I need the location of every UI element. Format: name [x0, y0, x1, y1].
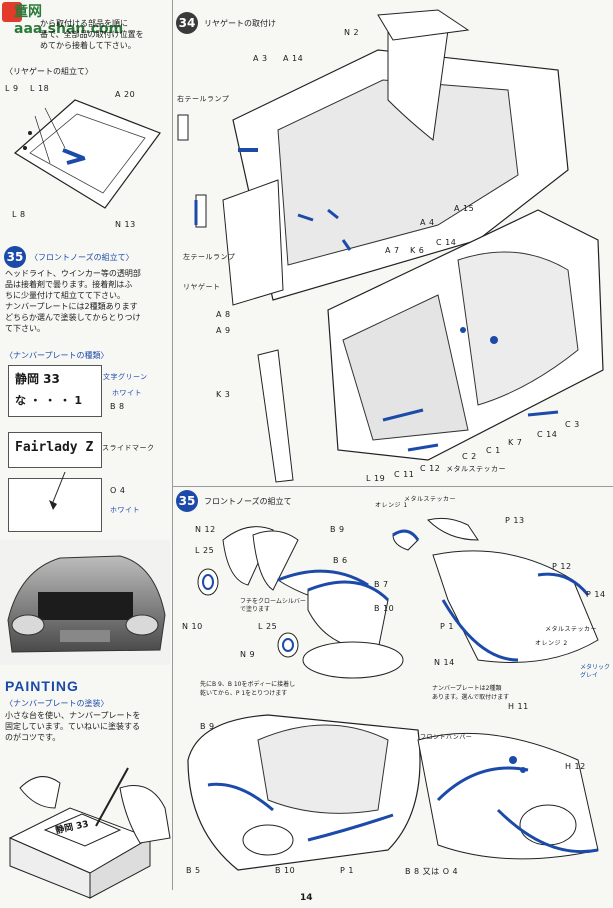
- s34-label-c14-top: C 14: [436, 238, 457, 247]
- step-35-subtitle-left: 〈フロントノーズの組立て〉: [30, 253, 134, 262]
- plate-2-arrow: [49, 471, 66, 510]
- s34-label-c1: C 1: [486, 446, 501, 455]
- step-35-instructions: ヘッドライト、ウインカー等の透明部 品は接着剤で曇ります。接着剤はふ ちに少量付…: [5, 269, 141, 333]
- tailgate-label-l8: L 8: [12, 210, 26, 219]
- s35-label-b9: B 9: [330, 525, 345, 534]
- step-34-diagram: [177, 9, 604, 483]
- s34-label-tailgate: リヤゲート: [183, 283, 221, 291]
- painting-illustration: [8, 767, 171, 899]
- column-divider: [172, 0, 173, 890]
- intro-text: から取付ける部品を順に 番で、全部品の取付け位置を めてから接着して下さい。: [40, 19, 144, 50]
- s34-label-k7: K 7: [508, 438, 523, 447]
- s35-label-n14: N 14: [434, 658, 455, 667]
- s34-label-a8: A 8: [216, 310, 231, 319]
- s35-bottom-label-b9: B 9: [200, 722, 215, 731]
- s35-label-n9: N 9: [240, 650, 256, 659]
- plate-1-code: B 8: [110, 402, 125, 411]
- watermark-text: 童网 aaa.shan.com: [14, 4, 124, 37]
- s35-label-l25-top: L 25: [195, 546, 215, 555]
- s34-label-k3: K 3: [216, 390, 231, 399]
- s35-label-metal-sticker-top: メタルステッカー: [404, 496, 457, 503]
- s35-label-p13: P 13: [505, 516, 525, 525]
- painting-heading: PAINTING: [5, 678, 79, 694]
- painting-text: 小さな台を使い、ナンバープレートを 固定しています。ていねいに塗装する のがコツ…: [5, 711, 141, 742]
- s34-label-c3: C 3: [565, 420, 580, 429]
- s34-label-a14: A 14: [283, 54, 304, 63]
- s35-label-metallic-gray: メタリック グレイ: [580, 664, 611, 679]
- plate-2-note-a: スライドマーク: [102, 444, 155, 452]
- step-35-title: フロントノーズの組立て: [204, 497, 292, 506]
- plate-2-note-b: ホワイト: [110, 506, 140, 514]
- s35-label-n12: N 12: [195, 525, 216, 534]
- tailgate-label-a20: A 20: [115, 90, 136, 99]
- step-35-nose-diagram: [197, 517, 599, 679]
- step-35-badge-left: 35: [4, 246, 26, 268]
- step-35-badge: 35: [176, 490, 198, 512]
- number-plate-1: 静岡 33 な ・ ・ ・ 1: [8, 365, 102, 417]
- tailgate-label-l18: L 18: [30, 84, 50, 93]
- step-34-title: リヤゲートの取付け: [204, 19, 276, 28]
- s34-label-l19: L 19: [366, 474, 386, 483]
- tailgate-subtitle: 〈リヤゲートの組立て〉: [5, 67, 93, 76]
- s35-bottom-label-b10: B 10: [275, 866, 296, 875]
- step-34-badge: 34: [176, 12, 198, 34]
- s35-label-orange-2: オレンジ 2: [535, 640, 568, 647]
- s34-label-a15: A 15: [454, 204, 475, 213]
- s35-label-p14: P 14: [586, 590, 606, 599]
- s34-label-c2: C 2: [462, 452, 477, 461]
- s35-bottom-label-h12: H 12: [565, 762, 586, 771]
- tailgate-label-l9: L 9: [5, 84, 19, 93]
- s35-note-b: ナンバープレートは2種類 あります。選んで取付けます: [432, 685, 510, 701]
- s35-bottom-label-b5: B 5: [186, 866, 201, 875]
- plate-1-line-1: 静岡 33: [15, 372, 60, 386]
- s34-label-right-tail-lamp: 右テールランプ: [177, 95, 230, 103]
- s34-label-c11: C 11: [394, 470, 415, 479]
- page-number: 14: [300, 893, 313, 903]
- s34-label-metal-sticker: メタルステッカー: [446, 465, 506, 473]
- s35-label-b10: B 10: [374, 604, 395, 613]
- car-photo: [0, 540, 170, 665]
- s35-label-b6: B 6: [333, 556, 348, 565]
- step-35-bumper-diagram: [187, 714, 599, 871]
- watermark-logo: 童网 aaa.shan.com: [2, 2, 123, 37]
- s34-label-n2: N 2: [344, 28, 360, 37]
- s35-label-p12: P 12: [552, 562, 572, 571]
- plate-types-subtitle: 〈ナンバープレートの種類〉: [5, 351, 109, 360]
- s35-bottom-label-b8-or-o4: B 8 又は O 4: [405, 867, 459, 876]
- s35-label-l25-bottom: L 25: [258, 622, 278, 631]
- tailgate-diagram: [13, 99, 161, 209]
- number-plate-2-top: Fairlady Z: [8, 432, 102, 468]
- s35-bottom-label-p1: P 1: [340, 866, 354, 875]
- section-divider: [173, 486, 613, 487]
- s34-label-left-tail-lamp: 左テールランプ: [183, 253, 236, 261]
- s35-label-metal-sticker-right: メタルステッカー: [545, 626, 598, 633]
- s34-label-a7: A 7: [385, 246, 400, 255]
- plate-2-logo: Fairlady Z: [15, 440, 94, 455]
- plate-1-line-2: な ・ ・ ・ 1: [15, 394, 82, 407]
- s34-label-a9: A 9: [216, 326, 231, 335]
- s34-label-c14-bottom: C 14: [537, 430, 558, 439]
- s35-label-orange-1: オレンジ 1: [375, 502, 408, 509]
- s35-label-b7: B 7: [374, 580, 389, 589]
- s35-bottom-label-h11: H 11: [508, 702, 529, 711]
- painting-subtitle: 〈ナンバープレートの塗装〉: [5, 699, 109, 708]
- plate-1-note-a: 文字グリーン: [103, 373, 148, 381]
- s35-label-p1: P 1: [440, 622, 454, 631]
- s35-note-a: 先にB 9、B 10をボディーに接着し 乾いてから、P 1をとりつけます: [200, 681, 296, 697]
- s35-bottom-label-front-bumper: フロントバンパー: [420, 734, 473, 741]
- s34-label-a3: A 3: [253, 54, 268, 63]
- s34-label-c12: C 12: [420, 464, 441, 473]
- tailgate-label-n13: N 13: [115, 220, 136, 229]
- plate-2-code: O 4: [110, 486, 126, 495]
- s34-label-k6: K 6: [410, 246, 425, 255]
- s35-chrome-note: フチをクロームシルバー で塗ります: [240, 598, 306, 613]
- s35-label-n10: N 10: [182, 622, 203, 631]
- plate-1-note-b: ホワイト: [112, 389, 142, 397]
- s34-label-a4: A 4: [420, 218, 435, 227]
